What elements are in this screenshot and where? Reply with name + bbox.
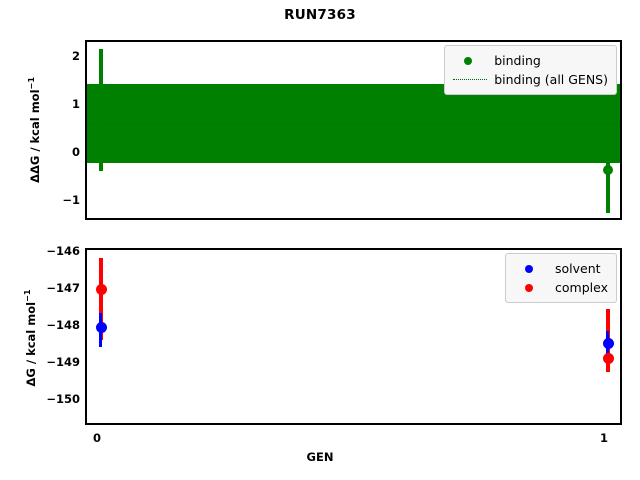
bottom-ylabel-superscript: −1 — [22, 289, 33, 302]
bottom-legend: solvent complex — [505, 253, 617, 303]
bottom-ytick-label: −150 — [46, 392, 80, 406]
bottom-ylabel-text: ΔG / kcal mol — [23, 301, 38, 387]
complex-errorbar-gen0 — [98, 258, 103, 340]
page-title: RUN7363 — [284, 7, 356, 23]
top-ylabel: ΔΔG / kcal mol−1 — [26, 50, 42, 210]
bottom-plot-area: solvent complex — [85, 248, 622, 425]
complex-dot-icon — [513, 281, 549, 295]
top-ylabel-superscript: −1 — [26, 76, 37, 90]
top-xtick — [99, 218, 101, 220]
legend-item-binding-all-gens[interactable]: binding (all GENS) — [452, 70, 608, 89]
legend-item-complex[interactable]: complex — [513, 278, 608, 297]
top-ytick-label: 1 — [71, 97, 80, 111]
bottom-ytick-label: −147 — [46, 281, 80, 295]
binding-all-gens-line — [87, 123, 620, 124]
top-ytick-label: 0 — [71, 145, 80, 159]
top-plot-area: binding binding (all GENS) — [85, 40, 622, 220]
legend-label: solvent — [555, 261, 601, 276]
top-xtick — [606, 218, 608, 220]
xtick-label-1: 1 — [599, 431, 608, 445]
legend-item-solvent[interactable]: solvent — [513, 259, 608, 278]
x-axis-label: GEN — [306, 450, 334, 464]
bottom-ytick-label: −146 — [46, 244, 80, 258]
dotted-line-icon — [452, 73, 488, 87]
top-legend: binding binding (all GENS) — [444, 45, 617, 95]
bottom-ytick-label: −149 — [46, 355, 80, 369]
legend-label: complex — [555, 280, 608, 295]
top-ytick-label: −1 — [62, 193, 80, 207]
binding-all-gens-band — [87, 84, 620, 163]
bottom-ytick-label: −148 — [46, 318, 80, 332]
legend-label: binding — [494, 53, 541, 68]
binding-marker-gen0 — [95, 101, 106, 111]
top-ylabel-text: ΔΔG / kcal mol — [27, 89, 42, 183]
bottom-xtick — [606, 423, 608, 425]
binding-dot-icon — [452, 54, 488, 68]
top-ytick-label: 2 — [71, 49, 80, 63]
solvent-marker-gen0 — [95, 322, 107, 333]
solvent-dot-icon — [513, 262, 549, 276]
binding-marker-gen1 — [602, 165, 613, 175]
xtick-label-0: 0 — [92, 431, 101, 445]
complex-marker-gen0 — [95, 284, 107, 295]
legend-item-binding[interactable]: binding — [452, 51, 608, 70]
complex-marker-gen1 — [602, 353, 614, 364]
solvent-marker-gen1 — [602, 338, 614, 349]
bottom-xtick — [99, 423, 101, 425]
legend-label: binding (all GENS) — [494, 72, 608, 87]
